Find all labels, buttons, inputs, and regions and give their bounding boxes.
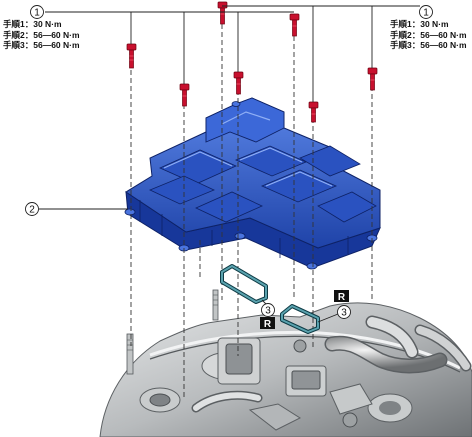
transmission-housing-icon [99,289,472,437]
svg-text:R: R [264,319,272,330]
svg-text:3: 3 [341,308,347,319]
torque-step-1: 手順1：30 N·m [3,19,62,29]
svg-text:1: 1 [34,8,40,19]
callout-3-left: 3 [261,303,275,317]
torque-spec-right: 手順1：30 N·m 手順2：56—60 N·m 手順3：56—60 N·m [390,19,467,51]
svg-text:1: 1 [423,8,429,19]
torque-spec-left: 手順1：30 N·m 手順2：56—60 N·m 手順3：56—60 N·m [3,19,80,51]
torque-step-2: 手順2：56—60 N·m [390,29,467,40]
callout-2: 2 [25,202,39,216]
torque-step-3: 手順3：56—60 N·m [3,40,80,50]
svg-text:R: R [338,292,346,303]
svg-text:3: 3 [265,306,271,317]
torque-step-2: 手順2：56—60 N·m [3,29,80,40]
callout-1-left: 1 [30,5,44,19]
gasket-icon [220,264,320,334]
bolt-icon [126,1,378,123]
callout-3-right: 3 [337,305,351,319]
callout-1-right: 1 [419,5,433,19]
valve-body-icon [124,97,381,270]
alignment-lines [130,24,373,398]
torque-step-3: 手順3：56—60 N·m [390,40,467,50]
leader-lines [39,5,420,323]
svg-text:2: 2 [29,205,35,216]
replace-badge-right: R [334,290,349,303]
torque-step-1: 手順1：30 N·m [390,19,449,29]
replace-badge-left: R [260,317,275,330]
